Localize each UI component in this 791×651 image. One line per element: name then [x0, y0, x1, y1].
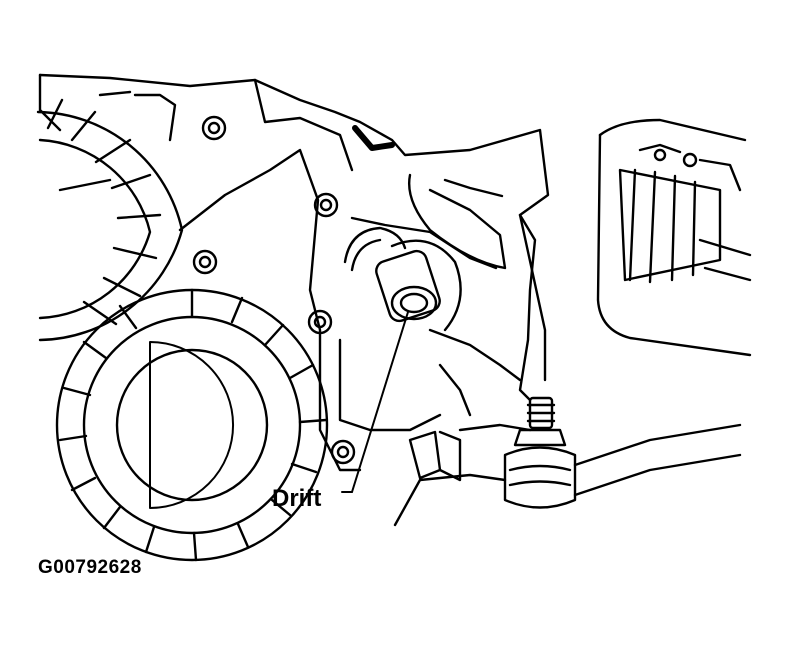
transaxle-housing [38, 73, 550, 472]
axle-and-cv-boot [596, 118, 752, 357]
lower-ring-gear [55, 288, 329, 562]
callout-leader-line [351, 311, 409, 493]
upper-ring-gear [36, 98, 184, 342]
ball-joint [503, 396, 742, 509]
lower-bracket [393, 423, 532, 527]
bolt-icon [313, 192, 339, 218]
bolt-icon [201, 115, 227, 141]
bolt-icon [307, 309, 333, 335]
drift-callout-label: Drift [272, 485, 321, 512]
bolt-icon [330, 439, 356, 465]
housing-bolts [192, 115, 356, 465]
drift-tool [343, 226, 462, 332]
figure-id: G00792628 [38, 557, 142, 578]
bolt-icon [192, 249, 218, 275]
